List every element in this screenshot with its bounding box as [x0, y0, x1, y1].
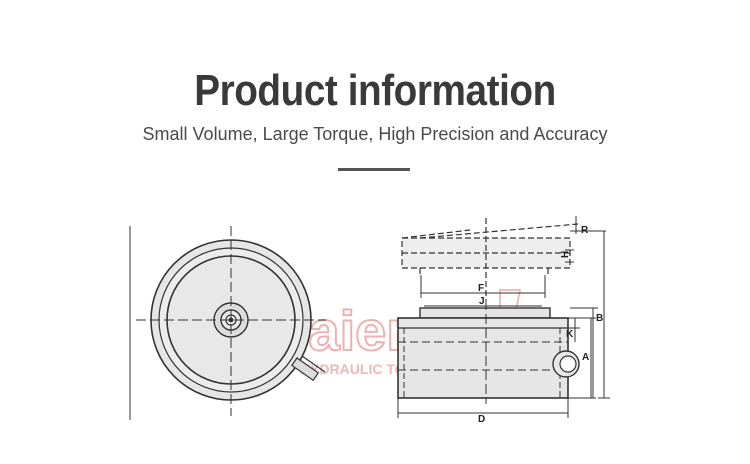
top-view-fitting — [291, 355, 326, 382]
dim-R: R — [581, 225, 589, 236]
page-subtitle: Small Volume, Large Torque, High Precisi… — [142, 124, 608, 144]
dim-B: B — [596, 313, 603, 324]
side-view — [397, 216, 610, 418]
page-title: Product information — [194, 66, 556, 115]
dim-J: J — [479, 296, 485, 307]
dim-D: D — [478, 414, 485, 425]
dim-K: K — [566, 329, 574, 340]
dimension-labels: R F J B K A D H — [478, 225, 603, 425]
dim-A: A — [582, 352, 589, 363]
title-divider — [338, 168, 410, 171]
dim-F: F — [478, 283, 484, 294]
top-view — [129, 226, 326, 420]
dim-H: H — [560, 251, 571, 258]
